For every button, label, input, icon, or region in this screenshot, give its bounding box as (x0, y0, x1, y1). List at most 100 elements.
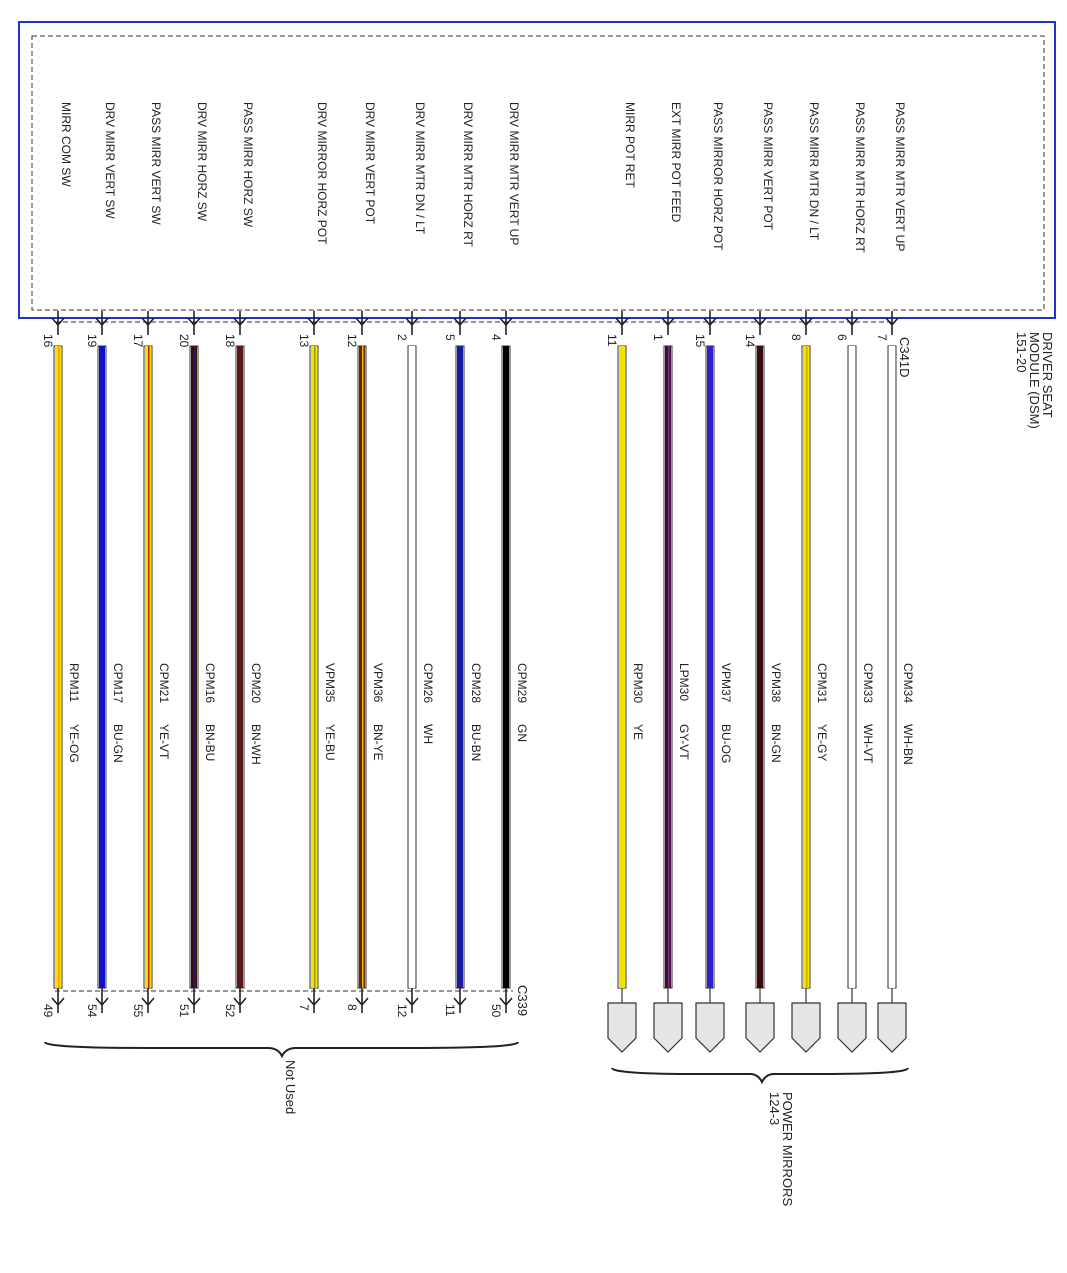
circuit-function-label: DRV MIRR MTR DN / LT (413, 102, 427, 235)
circuit-function-label: PASS MIRR MTR VERT UP (893, 102, 907, 251)
circuit-id-label: CPM28 (469, 663, 483, 703)
module-label-line-2: MODULE (DSM) (1027, 332, 1042, 429)
circuit-function-label: DRV MIRR HORZ SW (195, 102, 209, 222)
wire-stripe (362, 346, 364, 988)
bottom-pin-number: 51 (177, 1004, 191, 1018)
bottom-pin-arrow (141, 988, 155, 1013)
top-pin-number: 16 (41, 334, 55, 348)
circuit-id-label: VPM37 (719, 663, 733, 703)
circuit-function-label: MIRR POT RET (623, 102, 637, 188)
wire-stripe (314, 346, 316, 988)
bottom-pin-number: 52 (223, 1004, 237, 1018)
circuit-id-label: CPM29 (515, 663, 529, 703)
not-used-brace (44, 1041, 519, 1059)
bottom-pin-number: 11 (443, 1004, 457, 1017)
wire-color-label: BN-YE (371, 724, 385, 761)
terminal-connector (791, 1002, 821, 1053)
wire-fill (503, 346, 509, 988)
wire-color-label: YE-OG (67, 724, 81, 763)
top-pin-arrow (187, 311, 201, 335)
wire-fill (409, 346, 415, 988)
power-mirrors-brace (611, 1067, 909, 1085)
wire-fill (849, 346, 855, 988)
top-pin-number: 8 (789, 334, 803, 341)
top-pin-number: 6 (835, 334, 849, 341)
bottom-pin-number: 50 (489, 1004, 503, 1018)
circuit-function-label: DRV MIRR VERT POT (363, 102, 377, 225)
terminal-connector (745, 1002, 775, 1053)
wire-fill (237, 346, 243, 988)
circuit-id-label: CPM20 (249, 663, 263, 703)
circuit-id-label: CPM34 (901, 663, 915, 703)
circuit-id-label: CPM31 (815, 663, 829, 703)
wire-color-label: YE-VT (157, 724, 171, 760)
wire-color-label: BN-WH (249, 724, 263, 765)
bottom-pin-number: 54 (85, 1004, 99, 1018)
circuit-function-label: PASS MIRR MTR HORZ RT (853, 102, 867, 254)
top-pin-number: 14 (743, 334, 757, 348)
wire-stripe (806, 346, 808, 988)
top-pin-number: 13 (297, 334, 311, 348)
module-inner-dashed (31, 35, 1045, 311)
circuit-id-label: RPM30 (631, 663, 645, 703)
top-pin-arrow (141, 311, 155, 335)
circuit-function-label: DRV MIRROR HORZ POT (315, 102, 329, 245)
top-pin-number: 1 (651, 334, 665, 341)
top-pin-arrow (355, 311, 369, 335)
top-pin-number: 5 (443, 334, 457, 341)
wire-color-label: BU-GN (111, 724, 125, 763)
wire-color-label: GN (515, 724, 529, 742)
circuit-id-label: VPM36 (371, 663, 385, 703)
bottom-pin-number: 55 (131, 1004, 145, 1018)
bottom-pin-number: 8 (345, 1004, 359, 1011)
terminal-connector (653, 1002, 683, 1053)
bottom-pin-arrow (453, 988, 467, 1013)
top-pin-arrow (233, 311, 247, 335)
top-pin-arrow (453, 311, 467, 335)
circuit-function-label: PASS MIRROR HORZ POT (711, 102, 725, 251)
wire-color-label: GY-VT (677, 724, 691, 760)
top-pin-arrow (703, 311, 717, 335)
circuit-id-label: CPM26 (421, 663, 435, 703)
top-pin-arrow (95, 311, 109, 335)
power-mirrors-label-line-2: POWER MIRRORS (780, 1092, 795, 1206)
top-pin-arrow (51, 311, 65, 335)
circuit-function-label: DRV MIRR VERT SW (103, 102, 117, 219)
module-label: DRIVER SEAT MODULE (DSM) 151-20 (1014, 332, 1055, 429)
bottom-pin-arrow (405, 988, 419, 1013)
top-pin-arrow (845, 311, 859, 335)
wire-fill (889, 346, 895, 988)
wire-fill (457, 346, 463, 988)
top-pin-number: 19 (85, 334, 99, 348)
wire-color-label: YE (631, 724, 645, 740)
top-pin-number: 15 (693, 334, 707, 348)
wire-fill (619, 346, 625, 988)
circuit-function-label: DRV MIRR MTR HORZ RT (461, 102, 475, 248)
bottom-connector-name: C339 (515, 985, 530, 1016)
bottom-pin-arrow (95, 988, 109, 1013)
top-pin-number: 7 (875, 334, 889, 341)
circuit-function-label: DRV MIRR MTR VERT UP (507, 102, 521, 245)
module-label-line-3: 151-20 (1014, 332, 1029, 372)
circuit-id-label: CPM16 (203, 663, 217, 703)
wire-stripe (58, 346, 60, 988)
top-pin-arrow (499, 311, 513, 335)
circuit-id-label: VPM35 (323, 663, 337, 703)
wire-color-label: YE-BU (323, 724, 337, 761)
bottom-pin-arrow (499, 988, 513, 1013)
power-mirrors-label-line-1: 124-3 (767, 1092, 782, 1125)
top-pin-number: 18 (223, 334, 237, 348)
terminal-connector (607, 1002, 637, 1053)
top-pin-arrow (405, 311, 419, 335)
bottom-pin-arrow (233, 988, 247, 1013)
top-pin-arrow (615, 311, 629, 335)
wire-fill (99, 346, 105, 988)
circuit-function-label: EXT MIRR POT FEED (669, 102, 683, 223)
wire-color-label: WH-BN (901, 724, 915, 765)
wire-color-label: WH-VT (861, 724, 875, 764)
circuit-id-label: VPM38 (769, 663, 783, 703)
wire-fill (757, 346, 763, 988)
circuit-id-label: LPM30 (677, 663, 691, 701)
top-pin-number: 17 (131, 334, 145, 348)
